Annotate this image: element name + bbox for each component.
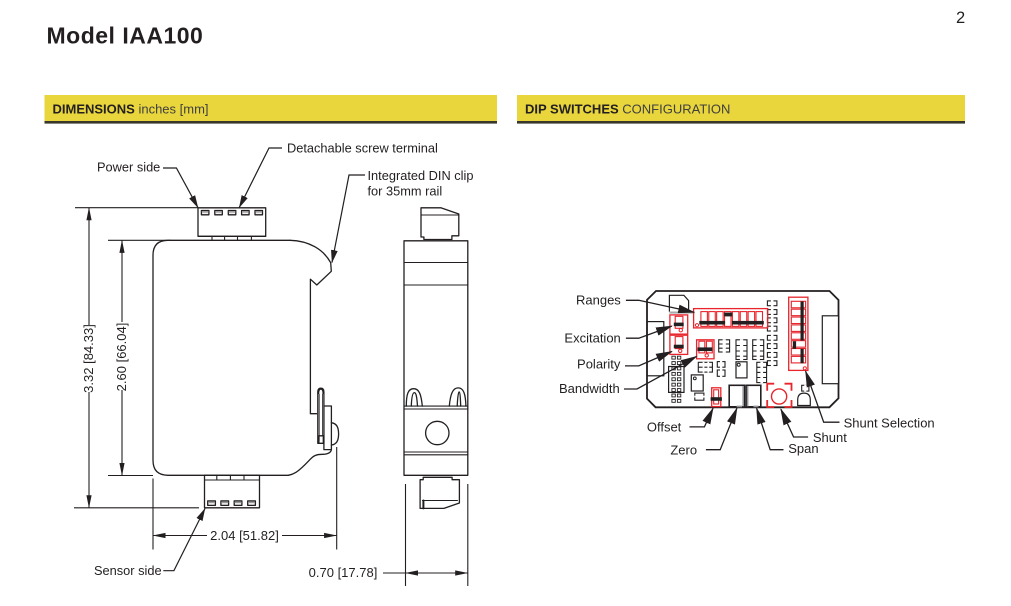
svg-text:3.32 [84.33]: 3.32 [84.33] <box>81 324 96 393</box>
svg-text:Ranges: Ranges <box>576 293 621 308</box>
svg-text:DIP SWITCHES CONFIGURATION: DIP SWITCHES CONFIGURATION <box>525 102 730 117</box>
svg-text:for 35mm rail: for 35mm rail <box>368 184 443 199</box>
svg-text:Offset: Offset <box>647 420 682 435</box>
svg-text:DIMENSIONS inches [mm]: DIMENSIONS inches [mm] <box>53 102 209 117</box>
svg-text:Span: Span <box>788 441 818 456</box>
svg-text:Power side: Power side <box>97 160 160 175</box>
svg-text:Detachable screw terminal: Detachable screw terminal <box>287 141 438 156</box>
svg-text:Shunt Selection: Shunt Selection <box>844 416 935 431</box>
svg-text:Model IAA100: Model IAA100 <box>47 23 204 49</box>
svg-text:Shunt: Shunt <box>813 430 847 445</box>
svg-text:2.60 [66.04]: 2.60 [66.04] <box>114 323 129 392</box>
svg-text:Sensor side: Sensor side <box>94 563 162 578</box>
svg-text:Integrated DIN clip: Integrated DIN clip <box>368 168 474 183</box>
svg-text:2: 2 <box>956 9 965 27</box>
svg-text:Bandwidth: Bandwidth <box>559 381 620 396</box>
svg-text:Polarity: Polarity <box>577 357 621 372</box>
svg-text:2.04 [51.82]: 2.04 [51.82] <box>210 528 279 543</box>
svg-text:0.70 [17.78]: 0.70 [17.78] <box>309 565 378 580</box>
svg-text:Zero: Zero <box>670 442 697 457</box>
svg-text:Excitation: Excitation <box>564 330 620 345</box>
